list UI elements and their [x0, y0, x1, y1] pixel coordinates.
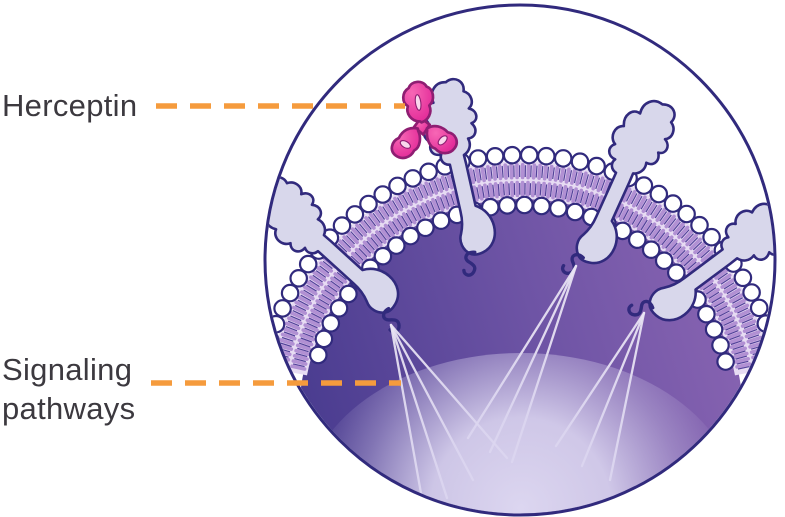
lipid-head [468, 149, 488, 168]
lipid-head [565, 202, 585, 222]
lipid-head [553, 149, 573, 168]
lipid-head [321, 313, 341, 333]
lipid-head [641, 240, 661, 259]
cell-outline [263, 3, 777, 517]
antibody-window [437, 135, 448, 146]
lipid-head [289, 268, 308, 288]
lipid-head [419, 162, 438, 182]
lipid-head [515, 195, 534, 215]
lipid-head [298, 254, 318, 274]
lipid-head [690, 215, 709, 235]
lipid-head [702, 227, 721, 247]
cell-body [266, 6, 774, 514]
lipid-head [536, 146, 556, 166]
lipid-head [663, 194, 683, 213]
signaling-pathways-label: Signaling pathways [2, 352, 136, 426]
lipid-head [654, 251, 674, 271]
lipid-head [416, 218, 435, 238]
lipid-head [570, 152, 590, 171]
lipid-head [519, 145, 539, 165]
lipid-head [733, 268, 753, 288]
receptor-body [575, 99, 676, 265]
antibody-window [414, 94, 422, 111]
lipid-head [329, 298, 349, 318]
lipid-head [497, 196, 517, 215]
lipid-head [532, 196, 551, 216]
lipid-head [704, 320, 724, 339]
lipid-head [403, 169, 423, 188]
signal-glow [303, 353, 739, 514]
lipid-head [649, 184, 669, 204]
lipid-head [314, 329, 334, 349]
lipid-head [308, 345, 328, 365]
lipid-head [280, 283, 300, 303]
lipid-head [666, 263, 686, 282]
lipid-head [587, 156, 606, 176]
her2-receptors [266, 77, 774, 334]
receptor-body [648, 202, 774, 322]
membrane-band [269, 161, 773, 376]
lipid-head [627, 230, 647, 249]
lipid-head [401, 226, 420, 246]
receptor-s-tail [462, 250, 477, 277]
lipid-head [697, 304, 716, 324]
lipid-head [711, 335, 730, 355]
lipid-head [634, 176, 654, 195]
lipid-head [749, 298, 769, 318]
receptor-body [266, 175, 400, 314]
lipid-head [373, 246, 393, 266]
lipid-head [502, 145, 522, 165]
lipid-head [339, 284, 358, 304]
herceptin-antibody-icon [390, 80, 458, 160]
lipid-head [677, 204, 696, 224]
lipid-head [345, 205, 365, 224]
lipid-head [716, 352, 735, 371]
herceptin-label: Herceptin [2, 88, 138, 123]
cell-membrane-lipid-bilayer [266, 145, 774, 376]
lipid-head [386, 236, 406, 255]
lipid-head [373, 185, 392, 204]
lipid-head [431, 211, 451, 230]
lipid-head [388, 176, 407, 196]
antibody-window [399, 140, 412, 149]
her2-receptor-right [627, 202, 774, 322]
lipid-head [742, 283, 761, 302]
lipid-head [549, 199, 568, 218]
lipid-head [273, 299, 292, 318]
lipid-head [359, 194, 378, 214]
lipid-head [485, 147, 505, 166]
lipid-head [332, 216, 352, 235]
receptor-s-tail [627, 299, 655, 317]
